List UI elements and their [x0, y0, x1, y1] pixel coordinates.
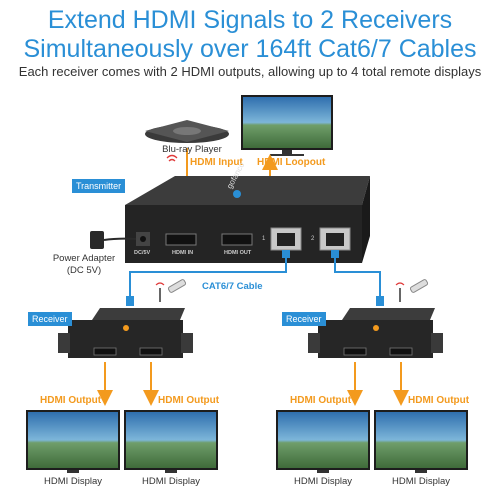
ir-remote-icon-right [395, 279, 429, 302]
output-label-1: HDMI Output [40, 395, 102, 406]
receiver-device-left [58, 308, 193, 358]
display-label-3: HDMI Display [293, 476, 353, 487]
transmitter-device [125, 176, 370, 263]
cat-cables [129, 250, 381, 300]
display-label-2: HDMI Display [141, 476, 201, 487]
display-tv-2 [124, 410, 218, 473]
port-1-label: 1 [262, 236, 266, 242]
receiver-badge-left: Receiver [28, 312, 72, 326]
display-tv-1 [26, 410, 120, 473]
port-dc-label: DC/5V [134, 250, 151, 256]
title-line-1: Extend HDMI Signals to 2 Receivers [47, 6, 453, 34]
cable-connectors [126, 250, 384, 306]
transmitter-badge: Transmitter [72, 179, 126, 193]
display-label-1: HDMI Display [43, 476, 103, 487]
hdmi-input-label: HDMI Input [190, 157, 243, 168]
ir-sensor-icon [166, 154, 178, 162]
display-label-4: HDMI Display [391, 476, 451, 487]
port-hdmi-in-label: HDMI IN [172, 250, 194, 256]
receiver-device-right [308, 308, 443, 358]
ir-remote-icon-left [155, 279, 187, 302]
port-2-label: 2 [311, 236, 315, 242]
output-label-3: HDMI Output [290, 395, 352, 406]
power-adapter-label-line2: (DC 5V) [66, 265, 102, 276]
output-arrows [97, 362, 409, 406]
power-adapter-label-line1: Power Adapter [52, 253, 116, 264]
hdmi-loopout-label: HDMI Loopout [257, 157, 326, 168]
display-tv-4 [374, 410, 468, 473]
subtitle: Each receiver comes with 2 HDMI outputs,… [18, 64, 482, 79]
loopout-tv-icon [241, 95, 333, 156]
output-label-2: HDMI Output [158, 395, 220, 406]
title-line-2: Simultaneously over 164ft Cat6/7 Cables [23, 35, 477, 63]
bluray-label: Blu-ray Player [162, 144, 222, 155]
port-hdmi-out-label: HDMI OUT [224, 250, 252, 256]
power-adapter-icon [90, 231, 137, 249]
output-label-4: HDMI Output [408, 395, 470, 406]
cat-cable-label: CAT6/7 Cable [202, 281, 263, 292]
receiver-badge-right: Receiver [282, 312, 326, 326]
display-tv-3 [276, 410, 370, 473]
bluray-player-icon [145, 120, 229, 143]
